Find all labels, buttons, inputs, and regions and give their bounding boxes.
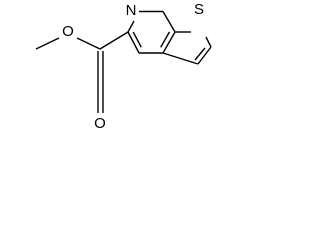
bond-c2-c3-inner xyxy=(194,47,206,61)
bond-s1-c2 xyxy=(205,36,212,48)
bond-c7a-c3a-inner xyxy=(160,31,171,48)
bond-c7a-c3a xyxy=(162,31,176,54)
bond-c4-c5-inner xyxy=(132,31,142,48)
bond-o-methyl xyxy=(35,37,60,50)
bond-c7-c7a xyxy=(162,11,176,33)
atom-label-nitrogen: N xyxy=(126,2,137,19)
bond-c5-c-carbonyl xyxy=(99,31,129,50)
atom-label-ester-oxygen: O xyxy=(62,23,74,40)
bond-c-o-ester xyxy=(76,37,101,50)
structure-diagram: S N O O xyxy=(35,1,212,132)
atom-label-sulfur: S xyxy=(194,1,204,18)
bond-c2-c3 xyxy=(197,46,212,65)
atom-label-carbonyl-oxygen: O xyxy=(94,115,106,132)
bond-c4-c5 xyxy=(127,31,140,54)
bond-lines xyxy=(35,10,212,113)
bond-c5-n6 xyxy=(127,20,135,33)
bond-c3-c3a xyxy=(162,52,199,65)
